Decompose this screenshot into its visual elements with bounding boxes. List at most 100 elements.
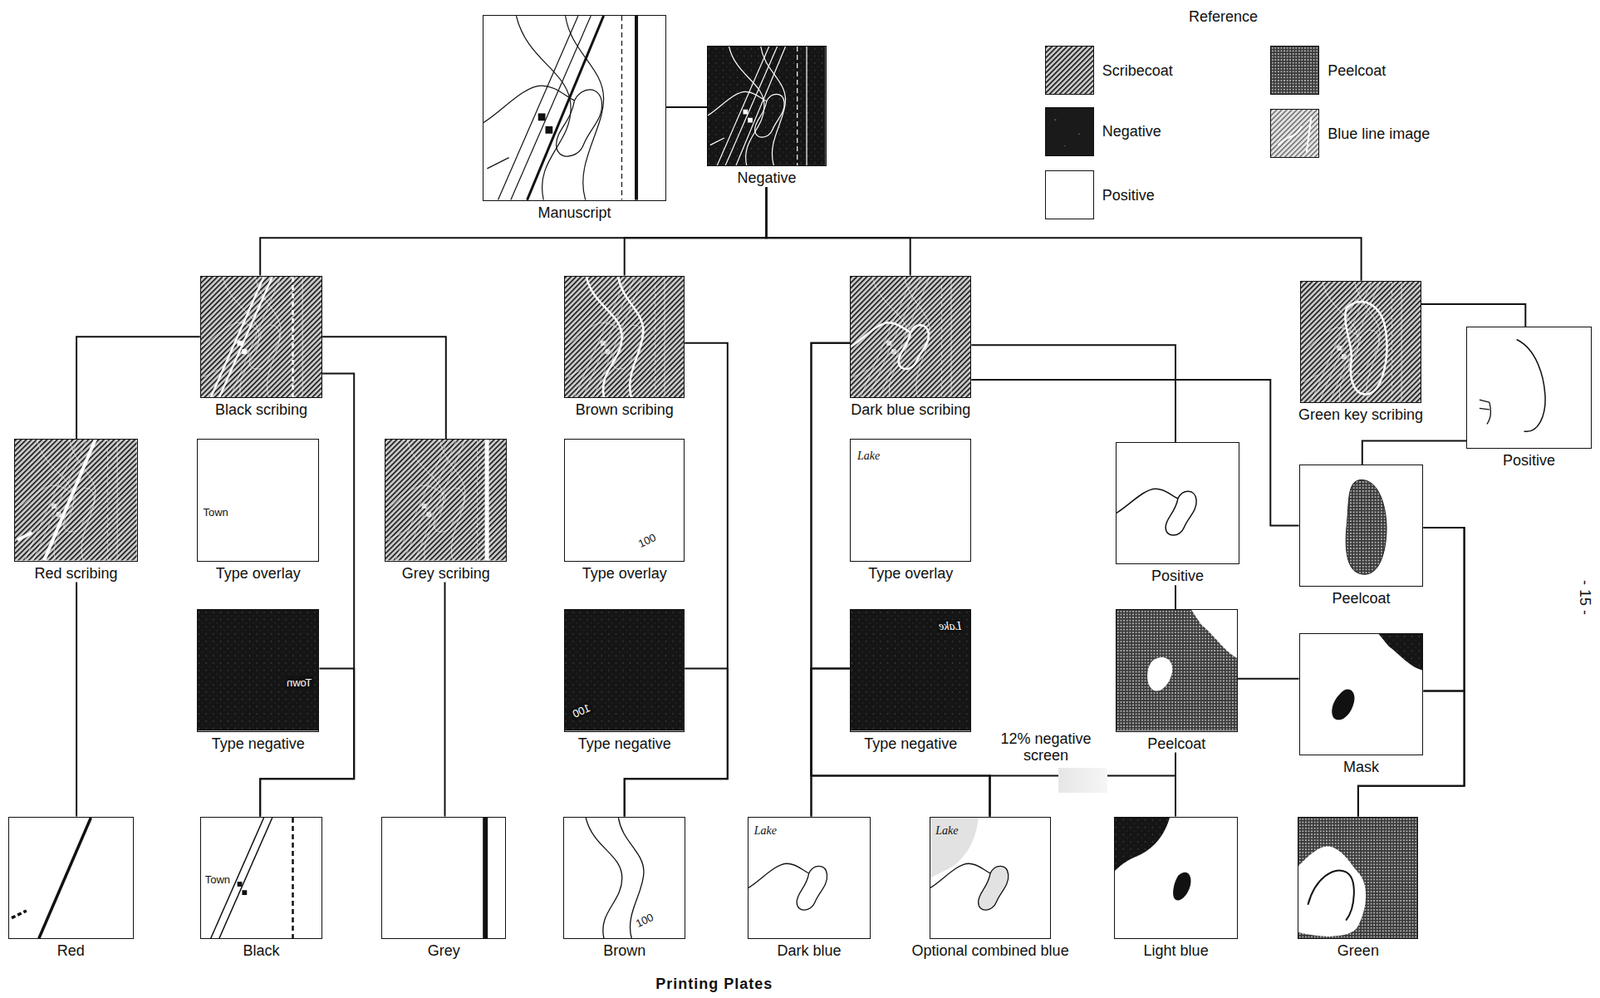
map-line <box>634 15 639 201</box>
map-line <box>219 276 273 398</box>
map-line <box>593 276 644 398</box>
sheet-ground <box>1116 609 1237 731</box>
town-symbol <box>51 503 57 509</box>
legend-swatch <box>1045 45 1095 95</box>
legend-swatch <box>1270 45 1320 95</box>
map-line <box>107 439 108 560</box>
map-line <box>39 817 92 938</box>
sheet-caption: Brown scribing <box>575 401 674 418</box>
sheet-ground <box>14 439 138 560</box>
map-line <box>1344 301 1387 395</box>
map-sheet: Manuscript <box>482 14 667 222</box>
sheet-drawing <box>564 817 685 938</box>
town-symbol <box>422 503 427 509</box>
map-line <box>664 276 666 398</box>
sheet-drawing <box>564 276 684 398</box>
map-sheet: LakeDark blue <box>747 816 870 960</box>
sheet-caption: Green <box>1337 942 1380 959</box>
connector-line <box>444 582 447 817</box>
sheet-ground <box>564 276 684 398</box>
map-area <box>1147 657 1173 691</box>
sheet-image: Lake <box>929 816 1051 939</box>
noise-dot <box>1064 145 1066 148</box>
map-line <box>586 276 623 398</box>
map-line <box>527 15 604 201</box>
sheet-ground <box>483 15 666 201</box>
town-symbol <box>236 340 242 346</box>
sheet-drawing <box>1300 281 1421 403</box>
sheet-image: Town <box>200 816 323 939</box>
map-sheet: Green <box>1297 816 1419 960</box>
town-symbol <box>426 511 432 517</box>
type-label: Lake <box>937 619 963 633</box>
map-line <box>850 322 911 347</box>
map-line <box>510 15 591 201</box>
town-symbol <box>747 117 753 123</box>
sheet-caption: Type overlay <box>582 564 668 582</box>
town-symbol <box>743 109 749 115</box>
map-area <box>1173 871 1191 900</box>
map-line <box>1116 488 1178 513</box>
sheet-caption: Positive <box>1151 567 1204 585</box>
map-area <box>978 865 1009 910</box>
town-symbol <box>241 348 247 354</box>
sheet-caption: Peelcoat <box>1332 589 1391 607</box>
sheet-ground <box>1300 281 1421 403</box>
map-line <box>556 89 603 157</box>
sheet-image <box>1297 816 1419 939</box>
map-line <box>210 276 264 398</box>
map-line <box>736 46 786 166</box>
map-line <box>951 276 953 398</box>
sheet-image: Town <box>196 438 320 561</box>
map-area <box>1191 609 1237 658</box>
map-line <box>291 276 295 398</box>
sheet-image <box>1299 633 1424 756</box>
map-line <box>710 137 725 146</box>
sheet-ground <box>1114 817 1237 938</box>
legend-swatch <box>1045 107 1095 157</box>
map-line <box>219 276 273 398</box>
sheet-caption: Grey <box>427 942 461 959</box>
sheet-drawing <box>9 817 133 938</box>
map-line <box>1165 490 1197 535</box>
sheet-image <box>8 816 134 939</box>
map-sheet: Grey scribing <box>384 438 507 582</box>
map-line <box>414 439 466 560</box>
plain-label: Reference <box>1188 7 1258 26</box>
sheet-caption: Black scribing <box>215 401 308 418</box>
legend-label: Blue line image <box>1327 124 1430 143</box>
sheet-drawing <box>1467 327 1591 448</box>
plain-label: 12% negative screen <box>983 730 1109 764</box>
map-line <box>898 324 929 369</box>
map-line <box>63 488 95 533</box>
sheet-caption: Negative <box>737 169 797 187</box>
sheet-caption: Mask <box>1343 758 1380 776</box>
map-line <box>585 817 623 938</box>
swatch-fill <box>1271 46 1319 94</box>
sheet-drawing <box>201 276 322 398</box>
map-line <box>476 439 478 560</box>
sheet-drawing <box>1298 817 1418 938</box>
sheet-ground <box>201 276 322 398</box>
sheet-ground <box>930 817 1051 938</box>
map-sheet: 100Type overlay <box>564 438 685 582</box>
legend-label: Scribecoat <box>1102 61 1174 80</box>
map-line <box>872 276 908 398</box>
sheet-caption: Type overlay <box>868 564 953 582</box>
map-line <box>1308 869 1355 920</box>
sheet-image <box>1115 608 1238 732</box>
type-label: Lake <box>855 449 882 462</box>
sheet-drawing <box>382 817 506 938</box>
sheet-image <box>384 438 507 561</box>
sheet-ground <box>1298 817 1418 938</box>
town-symbol <box>600 340 606 346</box>
sheet-drawing <box>850 276 971 398</box>
map-line <box>796 46 798 166</box>
map-sheet: Mask <box>1299 633 1424 776</box>
sheet-image: Lake <box>849 608 972 732</box>
connector-line <box>811 343 991 817</box>
map-line <box>117 439 118 560</box>
map-line <box>725 46 777 166</box>
sheet-drawing <box>1300 633 1424 755</box>
